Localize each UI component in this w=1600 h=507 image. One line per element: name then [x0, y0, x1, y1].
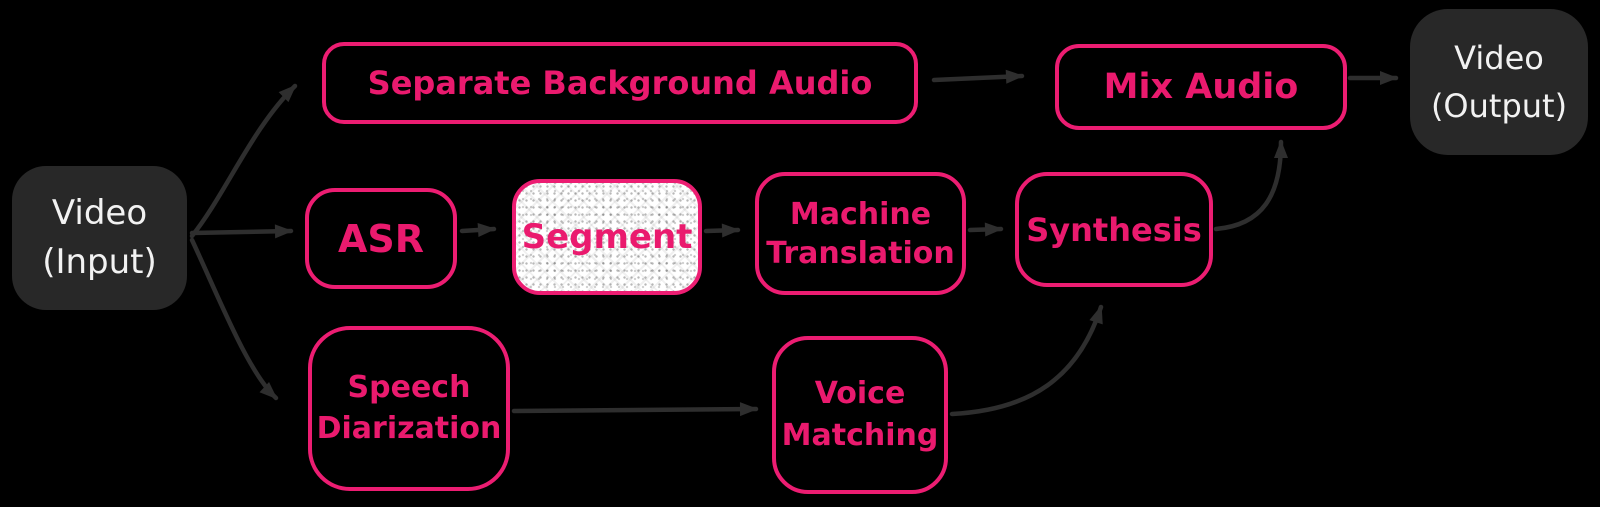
node-video-input-label-line2: (Input)	[42, 242, 157, 282]
edge-videoinput-speechdiarization	[189, 237, 279, 401]
edge-speechdiarization-voicematching	[511, 402, 759, 417]
node-speech-diarization-label-line1: Speech	[347, 370, 471, 405]
edge-voicematching-synthesis	[949, 304, 1104, 417]
node-machine-translation: Machine Translation	[755, 172, 966, 295]
edge-videoinput-asr	[189, 224, 294, 239]
node-machine-translation-label-line1: Machine	[789, 196, 932, 232]
node-mix-audio-label: Mix Audio	[1103, 67, 1299, 107]
node-separate-background-audio: Separate Background Audio	[322, 42, 918, 124]
edge-machinetranslation-synthesis	[967, 222, 1004, 237]
edge-segment-machinetranslation	[703, 223, 741, 238]
node-video-output-label-line2: (Output)	[1430, 87, 1568, 125]
node-video-input-label-line1: Video	[51, 192, 148, 233]
node-machine-translation-label-line2: Translation	[766, 235, 955, 271]
edge-synthesis-mixaudio	[1213, 139, 1288, 232]
node-segment: Segment	[512, 179, 702, 295]
node-segment-label: Segment	[521, 217, 693, 257]
edge-asr-segment	[459, 223, 497, 237]
node-asr-label: ASR	[337, 216, 425, 261]
node-mix-audio: Mix Audio	[1055, 44, 1347, 130]
node-synthesis: Synthesis	[1015, 172, 1213, 287]
node-asr: ASR	[305, 188, 457, 289]
node-synthesis-label: Synthesis	[1026, 210, 1202, 249]
node-video-output-label-line1: Video	[1454, 39, 1544, 77]
node-video-output: Video (Output)	[1410, 9, 1588, 155]
node-video-input: Video (Input)	[12, 166, 187, 310]
node-voice-matching-label-line2: Matching	[781, 418, 939, 453]
edge-videoinput-separate	[189, 83, 298, 239]
edge-separate-mixaudio	[931, 69, 1025, 84]
node-separate-background-audio-label: Separate Background Audio	[367, 64, 873, 102]
node-voice-matching-label-line1: Voice	[814, 376, 906, 411]
node-voice-matching: Voice Matching	[772, 336, 948, 494]
node-speech-diarization-label-line2: Diarization	[316, 410, 502, 446]
node-speech-diarization: Speech Diarization	[308, 326, 510, 491]
